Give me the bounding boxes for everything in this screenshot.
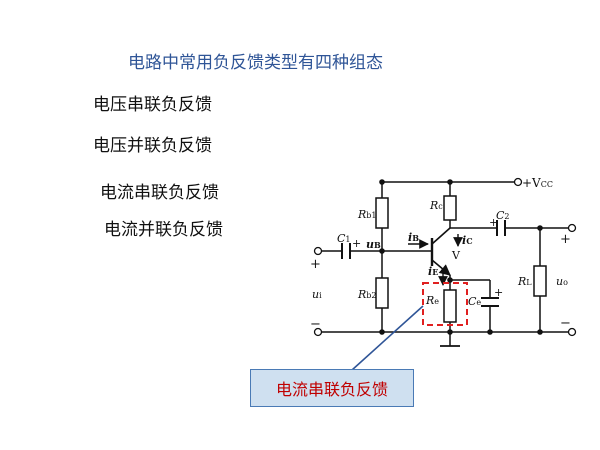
circuit-junctions: [379, 179, 543, 335]
input-voltage-label: ui: [312, 288, 322, 301]
callout-pointer-line: [351, 305, 424, 371]
c1-plus-sign: +: [352, 237, 361, 250]
output-voltage-label: uo: [556, 275, 568, 288]
rl-label: RL: [517, 275, 532, 288]
ce-plus-sign: +: [494, 286, 503, 299]
vcc-label: +VCC: [522, 176, 553, 190]
transistor-symbol: [430, 227, 451, 276]
feedback-type-current-series: 电流串联负反馈: [100, 183, 219, 203]
ub-label: uB: [366, 238, 381, 251]
c1-label: C1: [337, 232, 351, 245]
feedback-type-voltage-shunt: 电压并联负反馈: [93, 136, 212, 156]
ce-label: Ce: [468, 295, 481, 308]
resistors: [375, 195, 547, 323]
output-plus-sign: +: [560, 232, 571, 247]
rb1-label: Rb1: [357, 208, 377, 221]
input-minus-sign: −: [310, 317, 321, 332]
resistor-rb1: [375, 197, 389, 229]
c2-label: C2: [496, 209, 510, 222]
resistor-re: [443, 289, 457, 323]
rc-label: Rc: [429, 199, 443, 212]
ic-label: iC: [462, 234, 473, 247]
feedback-highlight-box: [422, 282, 468, 326]
callout-current-series-feedback: 电流串联负反馈: [250, 369, 414, 407]
transistor-label: V: [451, 249, 461, 262]
circuit-terminals: [313, 177, 577, 337]
input-plus-sign: +: [310, 257, 321, 272]
resistor-rb2: [375, 277, 389, 309]
feedback-type-voltage-series: 电压串联负反馈: [93, 95, 212, 115]
output-minus-sign: −: [560, 316, 571, 331]
resistor-rc: [443, 195, 457, 221]
ib-label: iB: [408, 231, 419, 244]
resistor-rl: [533, 265, 547, 297]
rb2-label: Rb2: [357, 288, 377, 301]
slide-title: 电路中常用负反馈类型有四种组态: [128, 53, 383, 73]
feedback-type-current-shunt: 电流并联负反馈: [104, 220, 223, 240]
capacitors: [341, 220, 506, 307]
ie-label: iE: [428, 265, 438, 278]
c2-plus-sign: +: [489, 216, 498, 229]
re-label: Re: [425, 294, 439, 307]
